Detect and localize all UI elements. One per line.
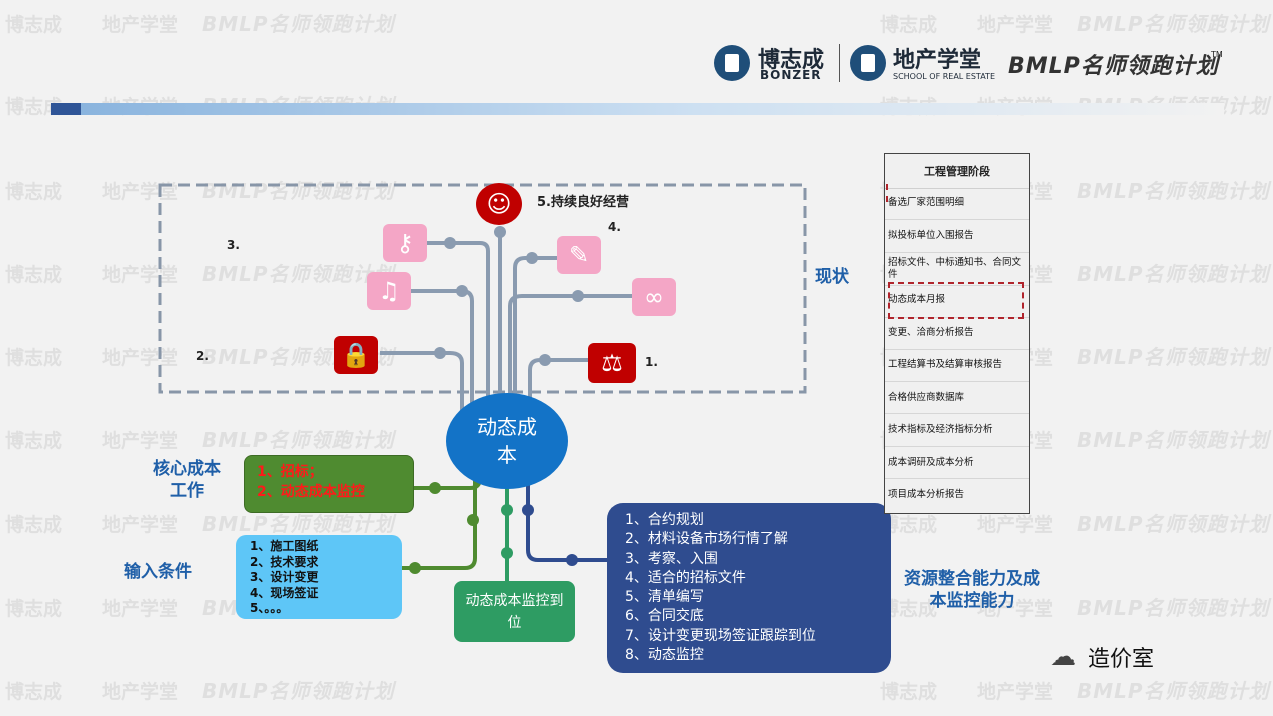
logo-school-sub: SCHOOL OF REAL ESTATE [893, 72, 995, 81]
resource-item: 7、设计变更现场签证跟踪到位 [625, 627, 816, 644]
wechat-icon: ☁ [1050, 642, 1076, 672]
highlight-frame [886, 184, 892, 202]
panel-title: 工程管理阶段 [885, 154, 1029, 189]
glasses-icon: ∞ [632, 278, 676, 316]
resource-item: 6、合同交底 [625, 608, 704, 625]
item-label-5: 5.持续良好经营 [537, 195, 629, 210]
resource-item: 2、材料设备市场行情了解 [625, 531, 788, 548]
core-item: 2、动态成本监控 [257, 484, 365, 500]
input-item: 1、施工图纸 [250, 539, 319, 553]
resource-box: 1、合约规划 2、材料设备市场行情了解 3、考察、入围 4、适合的招标文件 5、… [607, 503, 891, 673]
panel-row: 拟投标单位入围报告 [888, 230, 974, 241]
logo-bonzer-sub: BONZER [760, 68, 822, 82]
key-icon: ⚷ [383, 224, 427, 262]
dynamic-cost-center: 动态成本 [446, 393, 568, 489]
core-item: 1、招标； [257, 464, 323, 480]
current-state-label: 现状 [815, 267, 849, 287]
resource-item: 3、考察、入围 [625, 550, 718, 567]
school-logo-icon [850, 45, 886, 81]
core-work-label: 核心成本工作 [153, 459, 221, 501]
input-item: 5、。。。 [250, 601, 289, 615]
brand-title: BMLP名师领跑计划 [1008, 54, 1219, 79]
lock-icon: 🔒 [334, 336, 378, 374]
logo-divider [839, 44, 840, 82]
current-state-frame [158, 183, 807, 394]
guitar-icon: ♫ [367, 272, 411, 310]
resource-item: 1、合约规划 [625, 512, 704, 528]
core-work-box: 1、招标； 2、动态成本监控 [244, 455, 414, 513]
item-label-4: 4. [608, 220, 621, 234]
panel-row: 项目成本分析报告 [888, 489, 965, 500]
person-icon: ☺ [476, 183, 522, 225]
resource-item: 5、清单编写 [625, 589, 704, 606]
item-label-1: 1. [645, 355, 658, 369]
item-label-3: 3. [227, 238, 240, 252]
account-name: 造价室 [1088, 647, 1155, 672]
resource-item: 8、动态监控 [625, 647, 704, 664]
item-label-2: 2. [196, 349, 209, 363]
panel-row: 变更、洽商分析报告 [888, 327, 974, 338]
trademark: TM [1211, 50, 1223, 59]
center-label: 动态成本 [477, 415, 537, 467]
panel-row: 工程结算书及结算审核报告 [888, 359, 1003, 370]
input-item: 3、设计变更 [250, 570, 319, 584]
input-item: 4、现场签证 [250, 585, 319, 600]
panel-row: 合格供应商数据库 [888, 392, 965, 403]
scale-icon: ⚖ [588, 343, 636, 383]
panel-row: 技术指标及经济指标分析 [888, 424, 993, 435]
header-gradient-bar [51, 103, 1224, 115]
logo-school-name: 地产学堂 [893, 48, 982, 73]
input-item: 2、技术要求 [250, 554, 319, 569]
input-label: 输入条件 [124, 562, 192, 582]
certificate-icon: ✎ [557, 236, 601, 274]
output-box: 动态成本监控到位 [454, 581, 575, 642]
input-box: 1、施工图纸 2、技术要求 3、设计变更 4、现场签证 5、。。。 [236, 535, 402, 619]
resource-label: 资源整合能力及成本监控能力 [904, 569, 1040, 611]
output-label: 动态成本监控到位 [465, 592, 564, 631]
bonzer-logo-icon [714, 45, 750, 81]
project-stage-panel: 工程管理阶段 备选厂家范围明细 拟投标单位入围报告 招标文件、中标通知书、合同文… [884, 153, 1030, 514]
panel-row: 招标文件、中标通知书、合同文件 [888, 257, 1022, 280]
highlight-frame [888, 282, 1024, 319]
panel-row: 成本调研及成本分析 [888, 457, 974, 468]
logo-bonzer-name: 博志成 [758, 48, 825, 73]
panel-row: 备选厂家范围明细 [888, 197, 965, 208]
panel-row: 动态成本月报 [888, 294, 946, 305]
resource-item: 4、适合的招标文件 [625, 569, 746, 586]
